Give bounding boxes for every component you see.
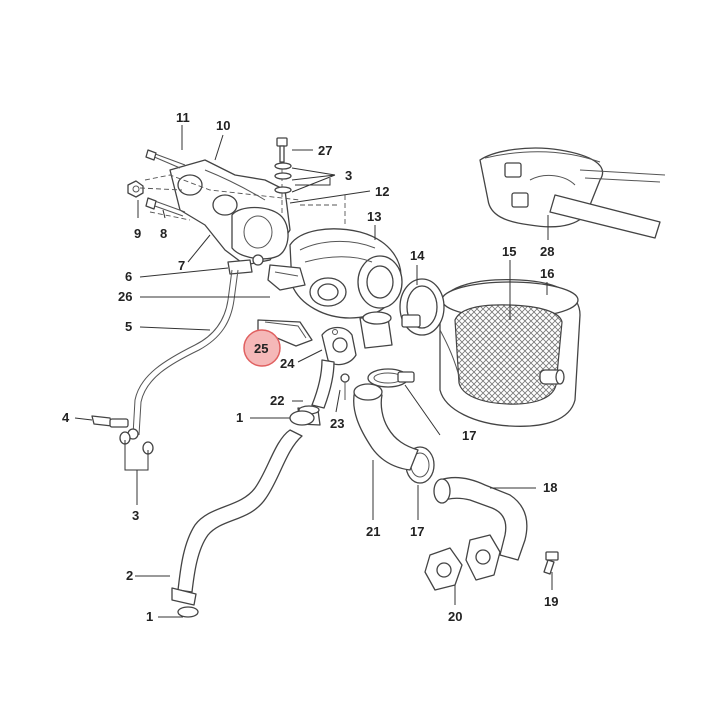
flange-part-24[interactable] xyxy=(321,326,357,366)
oil-pipe-part-5[interactable] xyxy=(132,269,239,436)
bracket-part-26[interactable] xyxy=(267,264,306,291)
pipe-part-23[interactable] xyxy=(311,359,350,409)
highlight-circle-25[interactable] xyxy=(243,329,281,367)
callout-4[interactable]: 4 xyxy=(62,410,70,425)
callout-28[interactable]: 28 xyxy=(540,244,554,259)
callout-14[interactable]: 14 xyxy=(410,248,425,263)
washers-part-3-lower[interactable] xyxy=(119,431,154,455)
callout-16[interactable]: 16 xyxy=(540,266,554,281)
callout-labels: 11 10 27 3 12 13 14 15 16 28 9 8 7 6 26 … xyxy=(62,110,558,624)
callout-13[interactable]: 13 xyxy=(367,209,381,224)
bolt-part-19[interactable] xyxy=(543,551,559,575)
fitting-part-6[interactable] xyxy=(227,254,264,275)
callout-3-lower[interactable]: 3 xyxy=(132,508,139,523)
nut-part-9[interactable] xyxy=(127,180,144,198)
callout-25[interactable]: 25 xyxy=(254,341,268,356)
callout-23[interactable]: 23 xyxy=(330,416,344,431)
callout-17-upper[interactable]: 17 xyxy=(462,428,476,443)
clamp-part-17-upper[interactable] xyxy=(367,368,415,388)
callout-8[interactable]: 8 xyxy=(160,226,167,241)
gasket-part-12[interactable] xyxy=(231,206,289,260)
callout-10[interactable]: 10 xyxy=(216,118,230,133)
gasket-part-25[interactable] xyxy=(257,319,313,347)
callout-7[interactable]: 7 xyxy=(178,258,185,273)
callout-9[interactable]: 9 xyxy=(134,226,141,241)
callout-3-upper[interactable]: 3 xyxy=(345,168,352,183)
charge-pipe-part-18[interactable] xyxy=(433,476,528,561)
bolt-part-27[interactable] xyxy=(274,137,292,194)
callout-21[interactable]: 21 xyxy=(366,524,380,539)
turbocharger-part-13[interactable] xyxy=(289,228,403,349)
callout-19[interactable]: 19 xyxy=(544,594,558,609)
callout-22[interactable]: 22 xyxy=(270,393,284,408)
clamp-part-1-upper[interactable] xyxy=(289,410,315,426)
leader-lines xyxy=(74,125,553,618)
banjo-bolt-part-4[interactable] xyxy=(91,415,139,440)
callout-24[interactable]: 24 xyxy=(280,356,295,371)
intake-cover-part-28[interactable] xyxy=(479,147,666,239)
callout-20[interactable]: 20 xyxy=(448,609,462,624)
callout-26[interactable]: 26 xyxy=(118,289,132,304)
callout-6[interactable]: 6 xyxy=(125,269,132,284)
clamp-ring-part-14[interactable] xyxy=(399,278,445,336)
callout-18[interactable]: 18 xyxy=(543,480,557,495)
oil-return-hose-part-2[interactable] xyxy=(171,429,303,618)
callout-1-lower[interactable]: 1 xyxy=(146,609,153,624)
callout-2[interactable]: 2 xyxy=(126,568,133,583)
stud-part-11[interactable] xyxy=(145,149,186,169)
callout-11[interactable]: 11 xyxy=(176,110,190,125)
callout-17-lower[interactable]: 17 xyxy=(410,524,424,539)
stud-part-8[interactable] xyxy=(145,197,186,217)
elbow-hose-part-21[interactable] xyxy=(353,383,419,471)
callout-5[interactable]: 5 xyxy=(125,319,132,334)
callout-1-upper[interactable]: 1 xyxy=(236,410,243,425)
callout-27[interactable]: 27 xyxy=(318,143,332,158)
callout-15[interactable]: 15 xyxy=(502,244,516,259)
flange-part-20[interactable] xyxy=(424,534,501,591)
callout-12[interactable]: 12 xyxy=(375,184,389,199)
